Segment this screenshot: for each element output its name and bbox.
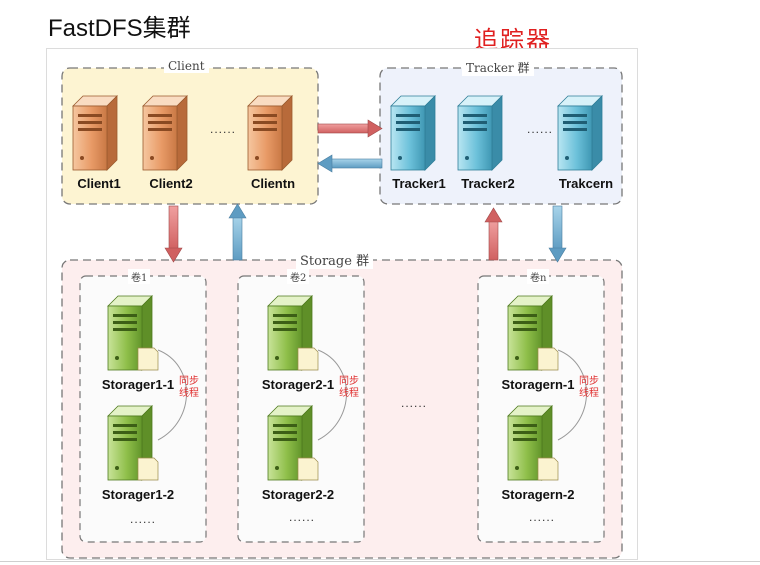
tracker-group-label: Tracker 群: [462, 59, 534, 76]
storager1-2-label: Storager1-2: [101, 487, 175, 502]
client-server-icon-1: [72, 95, 118, 171]
storage-server-icon-2-1: [267, 295, 319, 371]
tracker-ellipsis: ......: [527, 122, 554, 136]
client-server-icon-n: [247, 95, 293, 171]
sync-curve-n: [557, 349, 587, 441]
sync-curve-2: [317, 349, 347, 441]
volume-2-label: 卷2: [287, 269, 310, 284]
storager2-1-label: Storager2-1: [261, 377, 335, 392]
trackern-label: Trakcern: [558, 176, 614, 191]
volume-1-ellipsis: ......: [130, 512, 157, 526]
tracker-to-storage-arrow: [548, 205, 567, 263]
volume-n-ellipsis: ......: [529, 510, 556, 524]
client-group-label: Client: [164, 59, 209, 73]
storage-to-client-arrow: [228, 203, 247, 261]
client-ellipsis: ......: [210, 122, 237, 136]
sync-curve-1: [157, 349, 187, 441]
volume-2-ellipsis: ......: [289, 510, 316, 524]
clientn-label: Clientn: [250, 176, 296, 191]
storage-middle-ellipsis: ......: [401, 396, 428, 410]
sync-thread-label-n: 同步线程: [579, 376, 599, 399]
storage-server-icon-n-2: [507, 405, 559, 481]
volume-n-label: 卷n: [527, 269, 550, 284]
storage-server-icon-1-1: [107, 295, 159, 371]
tracker1-label: Tracker1: [392, 176, 446, 191]
sync-thread-label-1: 同步线程: [179, 376, 199, 399]
storage-group-label: Storage 群: [296, 250, 374, 269]
volume-1-label: 卷1: [128, 269, 151, 284]
tracker-server-icon-2: [457, 95, 503, 171]
tracker2-label: Tracker2: [461, 176, 515, 191]
client-to-storage-arrow: [164, 205, 183, 263]
client2-label: Client2: [149, 176, 193, 191]
page-title: FastDFS集群: [48, 15, 191, 42]
storager1-1-label: Storager1-1: [101, 377, 175, 392]
tracker-server-icon-1: [390, 95, 436, 171]
tracker-to-client-arrow: [317, 154, 383, 173]
tracker-server-icon-n: [557, 95, 603, 171]
client1-label: Client1: [77, 176, 121, 191]
slide-bottom-divider: [0, 561, 760, 562]
client-to-tracker-arrow: [317, 119, 383, 138]
storage-server-icon-n-1: [507, 295, 559, 371]
storagern-2-label: Storagern-2: [501, 487, 575, 502]
storager2-2-label: Storager2-2: [261, 487, 335, 502]
client-server-icon-2: [142, 95, 188, 171]
storage-server-icon-1-2: [107, 405, 159, 481]
storage-to-tracker-arrow: [484, 207, 503, 261]
storagern-1-label: Storagern-1: [501, 377, 575, 392]
storage-server-icon-2-2: [267, 405, 319, 481]
sync-thread-label-2: 同步线程: [339, 376, 359, 399]
